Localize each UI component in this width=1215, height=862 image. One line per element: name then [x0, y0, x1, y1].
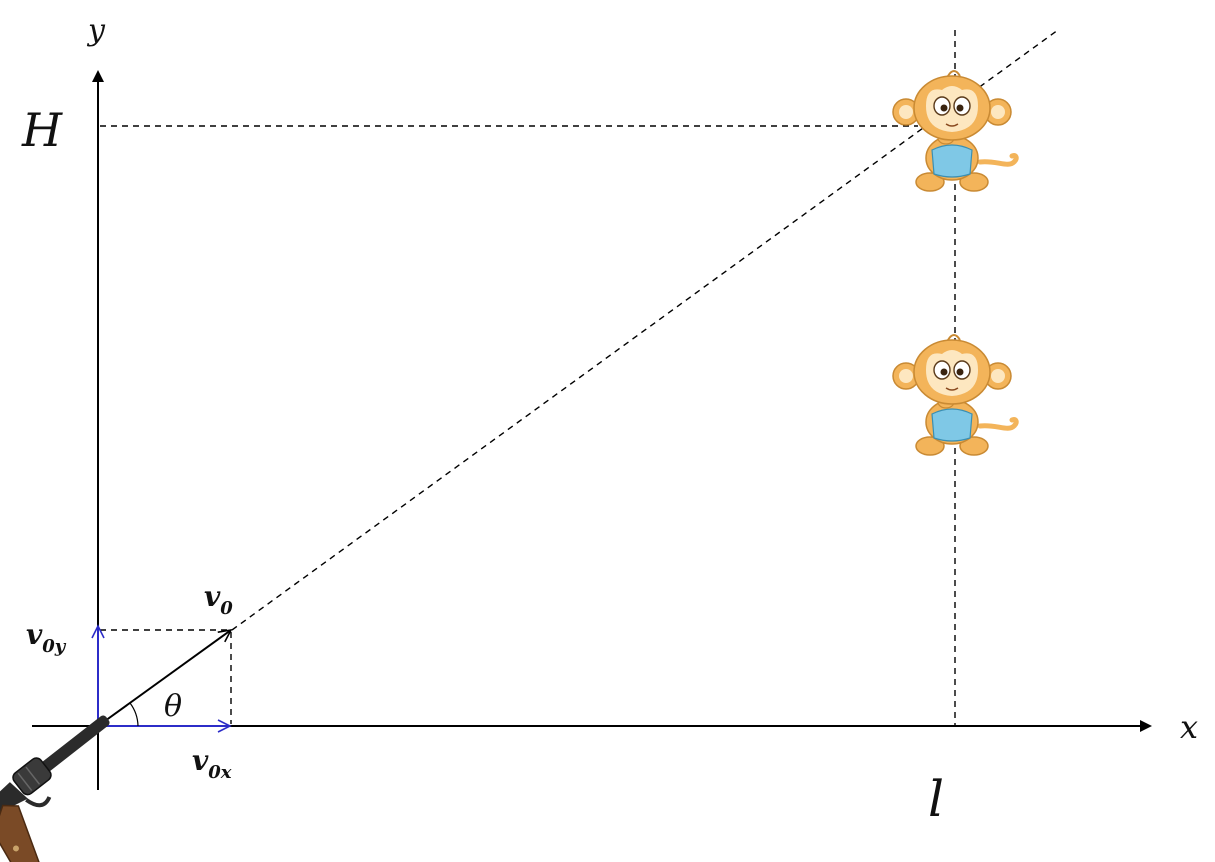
- revolver-icon: [0, 715, 110, 862]
- angle-label: θ: [164, 689, 182, 724]
- line-of-sight: [231, 29, 1059, 631]
- velocity-x-label: v0x: [192, 744, 232, 783]
- x-axis-label: x: [1180, 708, 1198, 746]
- angle-arc: [129, 702, 139, 727]
- y-axis-label: y: [86, 13, 106, 48]
- velocity-label: v0: [204, 580, 233, 619]
- height-label: H: [21, 103, 63, 157]
- velocity-y-label: v0y: [26, 618, 67, 657]
- monkey-icon-lower: [893, 335, 1016, 455]
- monkey-icon-upper: [893, 71, 1016, 191]
- velocity-vector: [97, 628, 233, 727]
- distance-label: l: [928, 770, 944, 828]
